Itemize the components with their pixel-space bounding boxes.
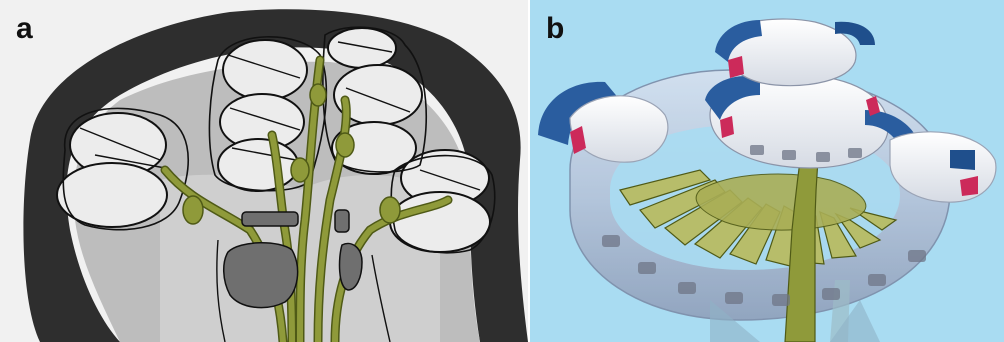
cochlea-3d-model <box>530 0 1004 342</box>
panel-label-a: a <box>16 14 33 44</box>
panel-label-b: b <box>546 14 564 44</box>
panel-a: a <box>0 0 528 342</box>
chamber-apex <box>328 28 396 68</box>
chamber-mid-top <box>223 40 307 100</box>
histology-illustration <box>0 0 528 342</box>
chamber-mid-lower <box>218 139 298 191</box>
panel-b: b <box>530 0 1004 342</box>
